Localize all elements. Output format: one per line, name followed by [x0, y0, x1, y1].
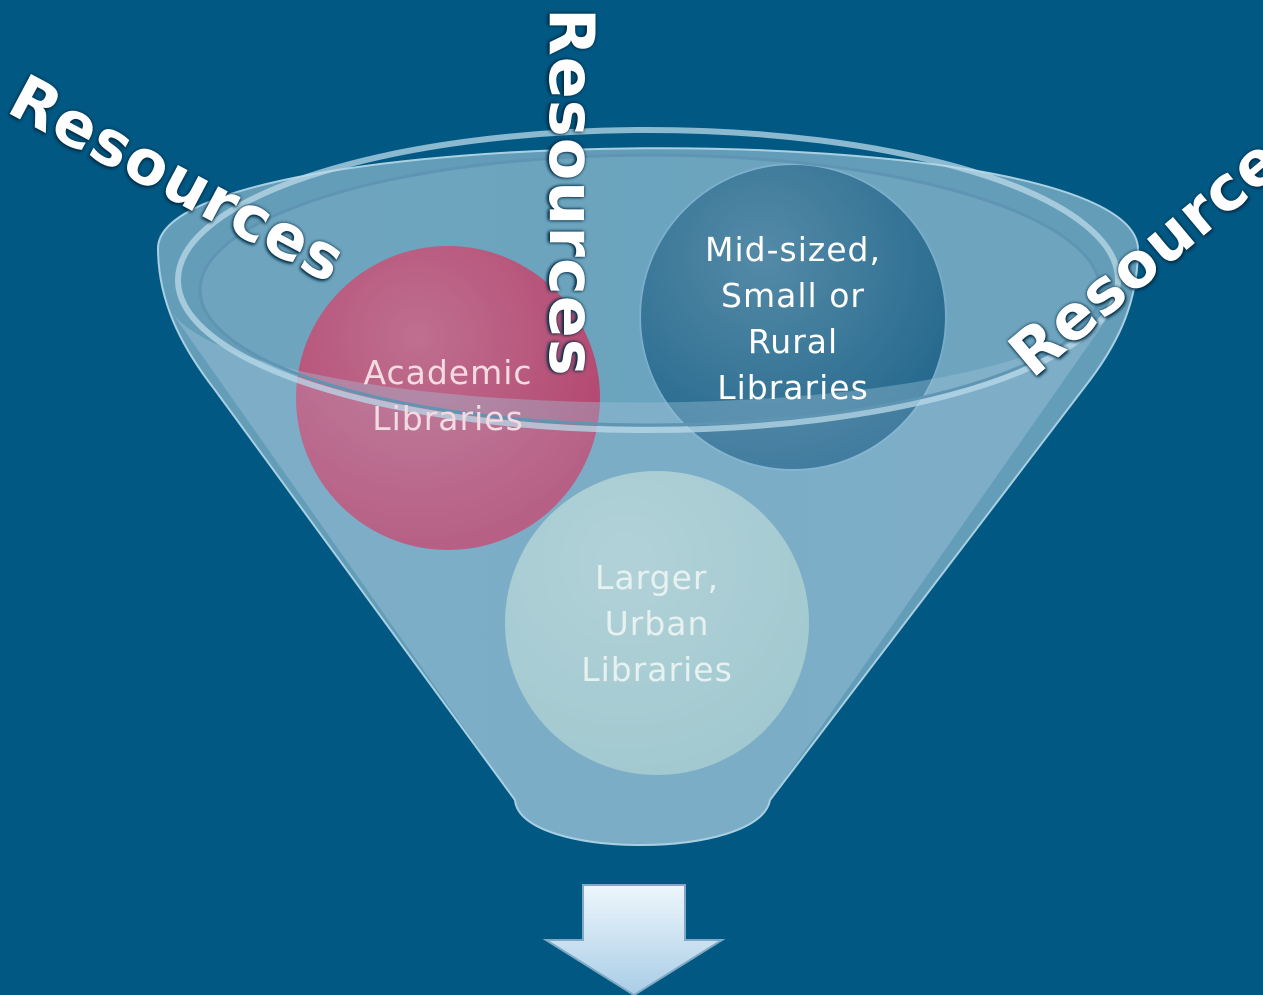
funnel-front-overlay — [170, 300, 1120, 845]
label-mid-small-rural-libraries: Mid-sized, Small or Rural Libraries — [705, 230, 881, 407]
down-arrow-icon — [542, 884, 726, 995]
resources-label-center: Resources — [535, 8, 608, 377]
label-larger-urban-libraries: Larger, Urban Libraries — [581, 558, 733, 689]
label-academic-libraries: Academic Libraries — [363, 353, 533, 438]
funnel-rim-outer — [175, 127, 1121, 433]
funnel-rim-inner — [198, 153, 1102, 427]
